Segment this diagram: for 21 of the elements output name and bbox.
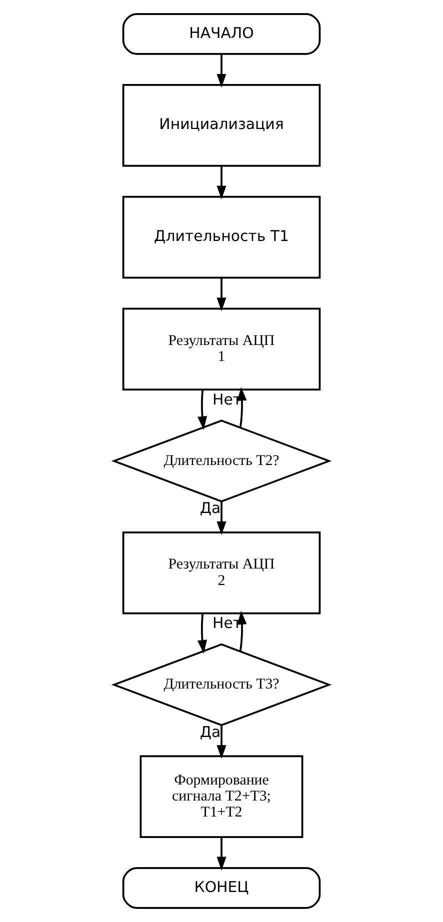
arrow (216, 166, 226, 200)
node-diamond: Длительность Т2? (111, 420, 332, 502)
node-box: Инициализация (122, 84, 321, 167)
node-box: Результаты АЦП 1 (122, 308, 321, 390)
node-box: Формирование сигнала Т2+Т3; Т1+Т2 (140, 755, 304, 838)
arrow (237, 387, 247, 428)
arrow (216, 837, 226, 870)
arrow (216, 726, 226, 759)
node-box: НАЧАЛО (122, 13, 321, 55)
node-box: Результаты АЦП 2 (122, 532, 321, 614)
arrow (216, 278, 226, 312)
arrow (216, 502, 226, 536)
node-diamond: Длительность Т3? (111, 643, 332, 726)
node-box: КОНЕЦ (122, 867, 321, 909)
arrow (198, 390, 208, 430)
arrow (198, 614, 208, 654)
node-box: Длительность Т1 (122, 196, 321, 279)
edge-label: Нет (212, 614, 242, 632)
edge-label: Нет (212, 390, 242, 408)
arrow (237, 610, 247, 652)
arrow (216, 54, 226, 88)
